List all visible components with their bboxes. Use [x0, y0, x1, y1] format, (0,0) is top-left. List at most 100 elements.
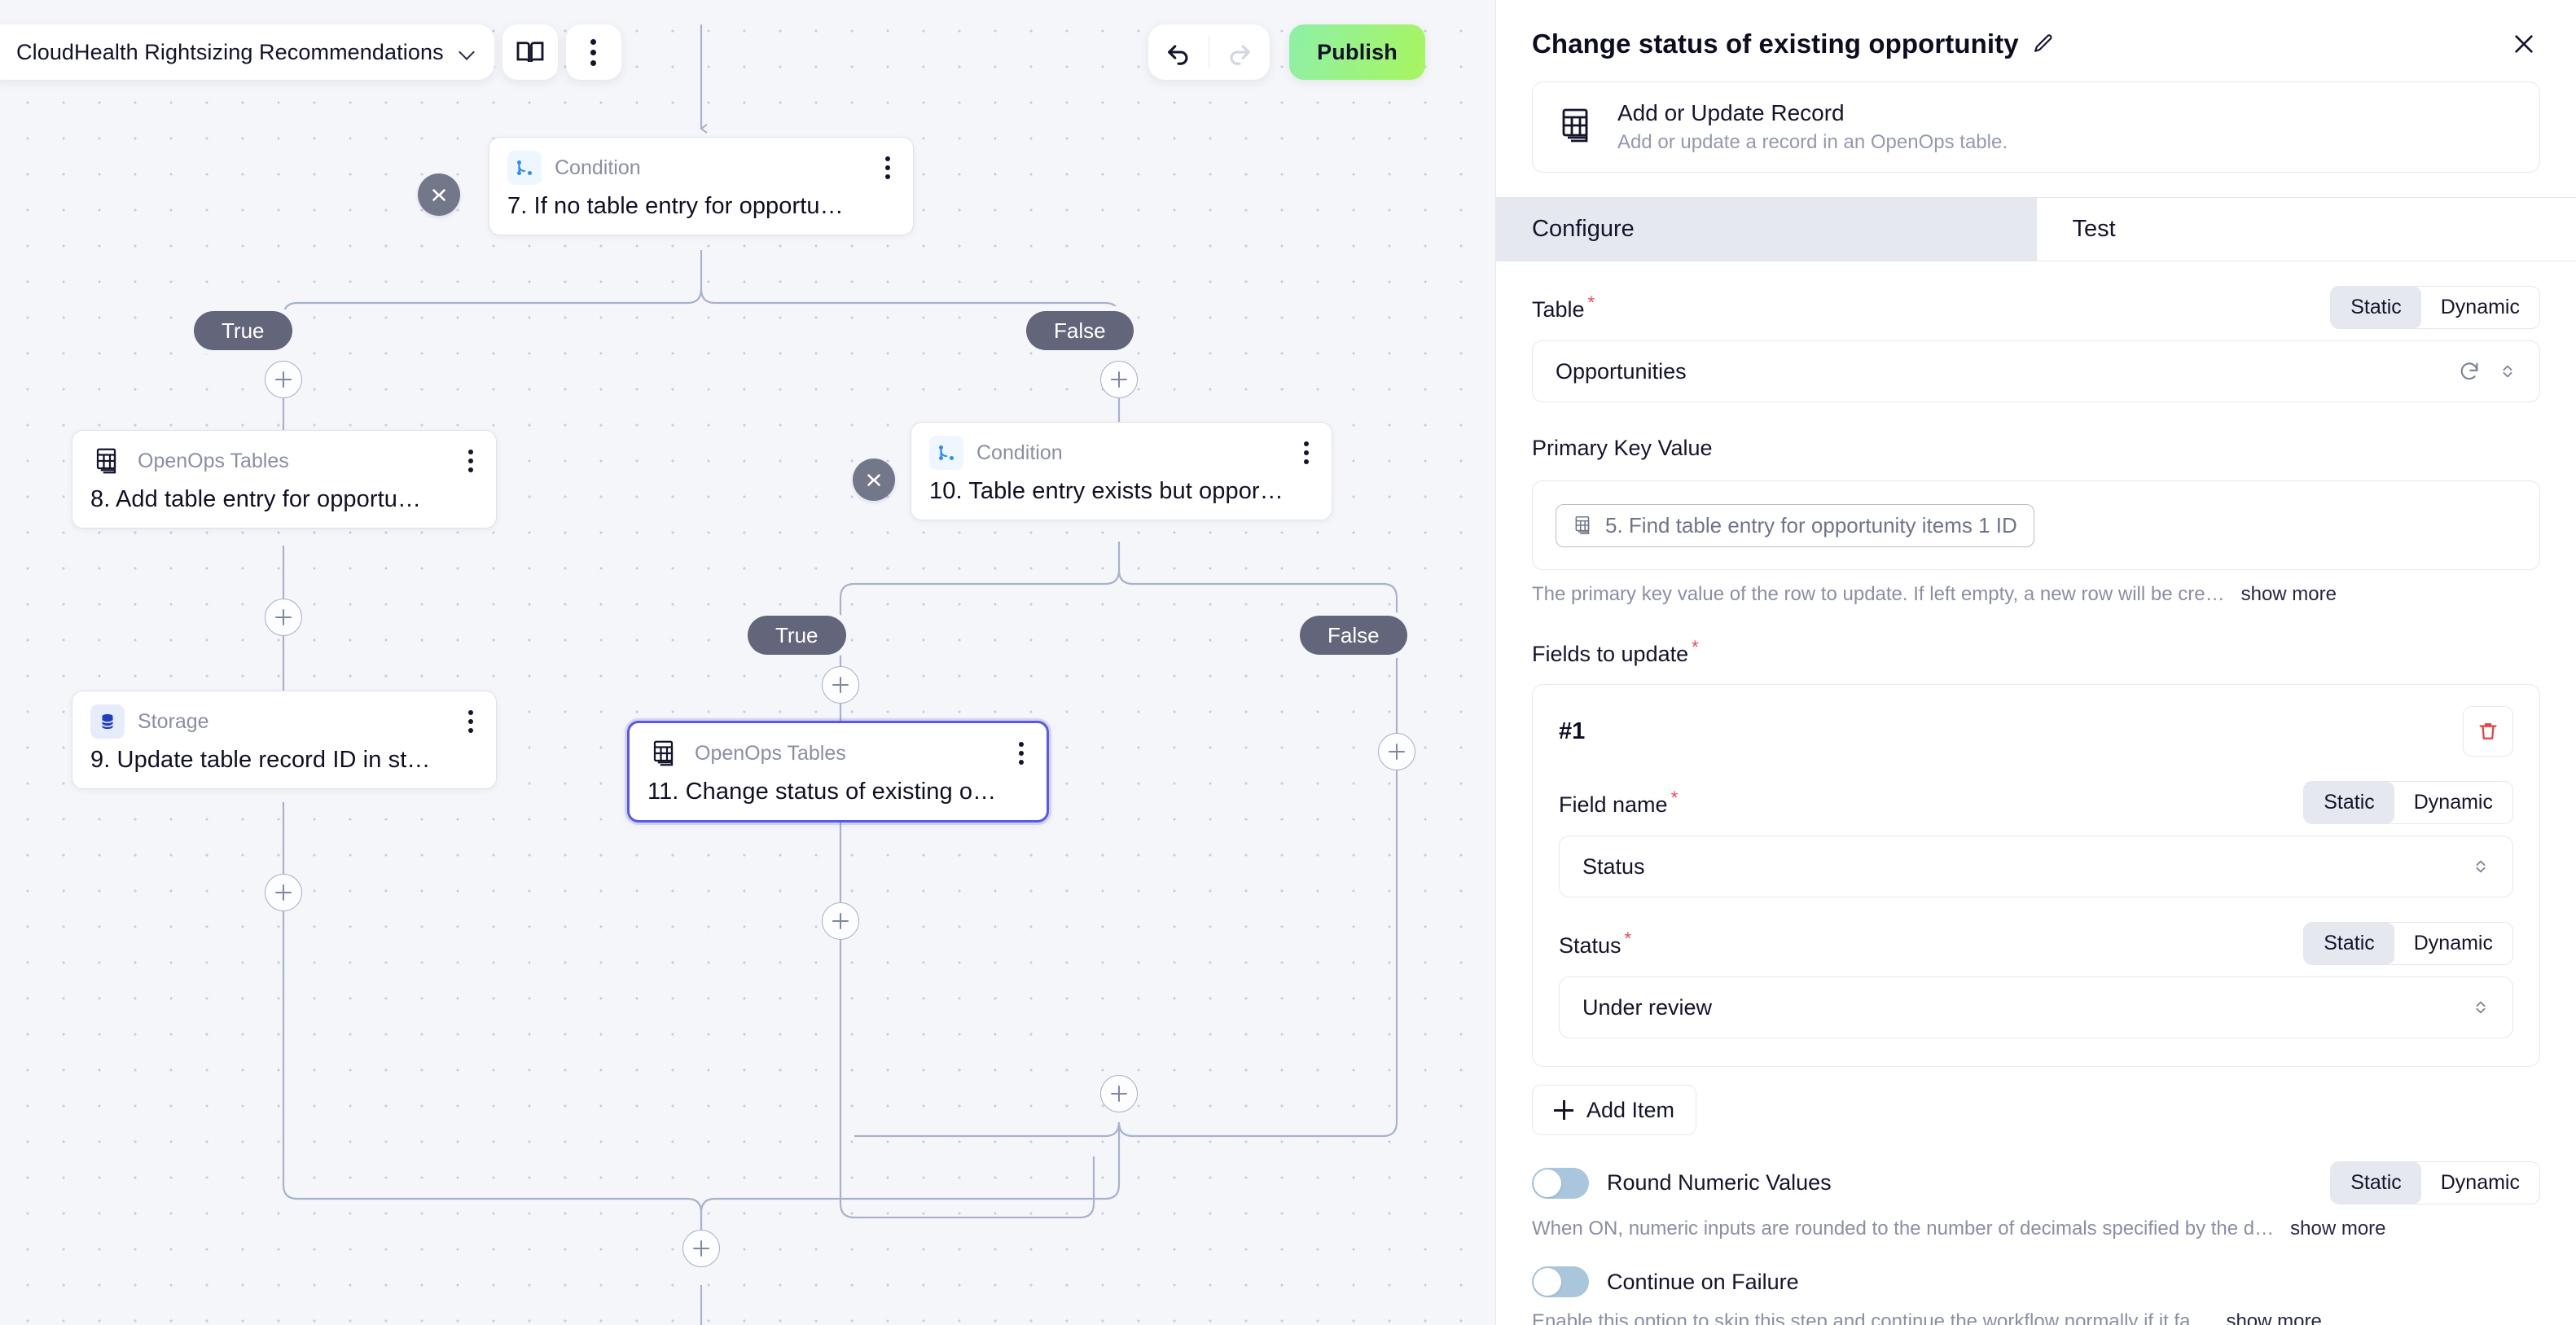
condition-branch-icon	[929, 436, 963, 470]
branch-label-false-10: False	[1300, 616, 1407, 655]
database-icon	[90, 704, 125, 739]
primary-key-chip-text: 5. Find table entry for opportunity item…	[1605, 512, 2017, 537]
collapse-branch-10-button[interactable]	[853, 458, 895, 501]
status-mode-dynamic[interactable]: Dynamic	[2413, 932, 2493, 954]
node-menu-button[interactable]	[463, 707, 478, 736]
continue-on-failure-show-more[interactable]: show more	[2226, 1310, 2322, 1325]
delete-field-item-button[interactable]	[2463, 706, 2513, 757]
condition-branch-icon	[507, 151, 542, 185]
redo-button[interactable]	[1209, 24, 1270, 80]
table-select[interactable]: Opportunities	[1532, 340, 2540, 402]
tab-test[interactable]: Test	[2036, 197, 2576, 261]
flow-node-11[interactable]: OpenOps Tables 11. Change status of exis…	[627, 721, 1049, 823]
branch-label-true-7: True	[194, 311, 292, 350]
primary-key-chip[interactable]: 5. Find table entry for opportunity item…	[1556, 503, 2034, 547]
primary-key-show-more[interactable]: show more	[2240, 583, 2337, 605]
collapse-branch-7-button[interactable]	[418, 173, 460, 216]
piece-name: Add or Update Record	[1617, 100, 1845, 125]
tables-icon	[1557, 106, 1596, 149]
canvas-top-right-toolbar: Publish	[1148, 24, 1425, 80]
fields-to-update-card: #1 Field name* Static Dyn	[1532, 684, 2540, 1067]
piece-summary-card: Add or Update Record Add or update a rec…	[1532, 81, 2540, 173]
field-name-row: Field name* Static Dynamic	[1559, 781, 2513, 824]
table-mode-toggle[interactable]: Static Dynamic	[2330, 286, 2540, 329]
add-step-true-7-button[interactable]	[265, 361, 302, 398]
chevron-down-icon	[459, 44, 475, 60]
pencil-icon[interactable]	[2032, 33, 2055, 55]
field-item-number: #1	[1559, 717, 1586, 744]
status-select[interactable]: Under review	[1559, 976, 2513, 1038]
round-numeric-help-text: When ON, numeric inputs are rounded to t…	[1532, 1218, 2275, 1239]
primary-key-input[interactable]: 5. Find table entry for opportunity item…	[1532, 480, 2540, 570]
node-type-label: Storage	[138, 709, 209, 733]
field-name-select[interactable]: Status	[1559, 836, 2513, 897]
status-label: Status*	[1559, 928, 1632, 958]
round-numeric-mode-toggle[interactable]: Static Dynamic	[2330, 1161, 2540, 1204]
field-item-header: #1	[1559, 706, 2513, 757]
panel-body: Table* Static Dynamic Opportunities	[1496, 286, 2576, 1325]
node-menu-button[interactable]	[1014, 739, 1029, 768]
flow-canvas[interactable]: CloudHealth Rightsizing Recommendations	[0, 0, 1495, 1325]
round-numeric-help: When ON, numeric inputs are rounded to t…	[1532, 1218, 2540, 1240]
round-numeric-mode-static[interactable]: Static	[2331, 1162, 2421, 1204]
node-menu-button[interactable]	[880, 153, 895, 182]
panel-tabs: Configure Test	[1496, 197, 2576, 261]
tab-configure[interactable]: Configure	[1496, 197, 2037, 261]
redo-icon	[1230, 45, 1250, 65]
chevron-updown-icon	[2476, 1001, 2486, 1014]
undo-button[interactable]	[1148, 24, 1209, 80]
node-type-label: Condition	[976, 441, 1063, 464]
flow-node-10[interactable]: Condition 10. Table entry exists but opp…	[911, 422, 1332, 520]
round-numeric-show-more[interactable]: show more	[2290, 1218, 2386, 1239]
continue-on-failure-toggle[interactable]	[1532, 1266, 1589, 1297]
field-name-mode-dynamic[interactable]: Dynamic	[2413, 791, 2493, 814]
table-label: Table*	[1532, 292, 1595, 322]
node-type-label: OpenOps Tables	[138, 449, 289, 472]
add-step-join-10-button[interactable]	[1100, 1075, 1138, 1112]
canvas-more-button[interactable]	[565, 24, 621, 80]
refresh-icon[interactable]	[2458, 360, 2481, 383]
table-value: Opportunities	[1556, 358, 1687, 384]
docs-button[interactable]	[502, 24, 558, 80]
branch-label-true-10: True	[748, 616, 846, 655]
add-step-after-8-button[interactable]	[265, 599, 302, 636]
primary-key-help-text: The primary key value of the row to upda…	[1532, 583, 2225, 605]
flow-node-9[interactable]: Storage 9. Update table record ID in st…	[72, 691, 497, 789]
chevron-updown-icon	[2503, 365, 2512, 378]
node-title: 7. If no table entry for opportu…	[507, 193, 844, 219]
add-step-join-7-button[interactable]	[682, 1230, 720, 1267]
tables-icon	[1575, 516, 1590, 535]
collapse-chevrons-icon	[867, 474, 880, 486]
node-type-label: OpenOps Tables	[695, 741, 846, 765]
node-menu-button[interactable]	[463, 446, 478, 476]
add-step-false-7-button[interactable]	[1100, 361, 1138, 398]
round-numeric-toggle[interactable]	[1532, 1167, 1589, 1199]
required-marker: *	[1670, 788, 1679, 808]
required-marker: *	[1692, 636, 1699, 657]
add-step-after-11-button[interactable]	[822, 902, 859, 940]
add-item-button[interactable]: Add Item	[1532, 1085, 1697, 1135]
field-name-mode-static[interactable]: Static	[2304, 782, 2394, 823]
status-value: Under review	[1582, 994, 1713, 1020]
table-mode-dynamic[interactable]: Dynamic	[2440, 296, 2520, 318]
add-step-true-10-button[interactable]	[822, 666, 859, 704]
flow-node-8[interactable]: OpenOps Tables 8. Add table entry for op…	[72, 430, 497, 529]
field-name-mode-toggle[interactable]: Static Dynamic	[2303, 781, 2513, 824]
table-mode-static[interactable]: Static	[2331, 287, 2421, 328]
flow-name-dropdown[interactable]: CloudHealth Rightsizing Recommendations	[0, 24, 494, 80]
round-numeric-mode-dynamic[interactable]: Dynamic	[2440, 1171, 2520, 1194]
add-step-after-9-button[interactable]	[265, 874, 302, 911]
status-mode-static[interactable]: Static	[2304, 923, 2394, 964]
flow-node-7[interactable]: Condition 7. If no table entry for oppor…	[489, 137, 914, 235]
add-step-false-10-button[interactable]	[1378, 733, 1415, 770]
node-menu-button[interactable]	[1299, 438, 1314, 467]
round-numeric-label: Round Numeric Values	[1607, 1170, 1832, 1195]
chevron-updown-icon	[2476, 860, 2486, 873]
undo-redo-group	[1148, 24, 1270, 80]
node-header: OpenOps Tables	[90, 444, 478, 478]
close-icon[interactable]	[2508, 28, 2540, 60]
status-mode-toggle[interactable]: Static Dynamic	[2303, 922, 2513, 965]
publish-button[interactable]: Publish	[1289, 24, 1425, 80]
node-header: Condition	[929, 436, 1314, 470]
